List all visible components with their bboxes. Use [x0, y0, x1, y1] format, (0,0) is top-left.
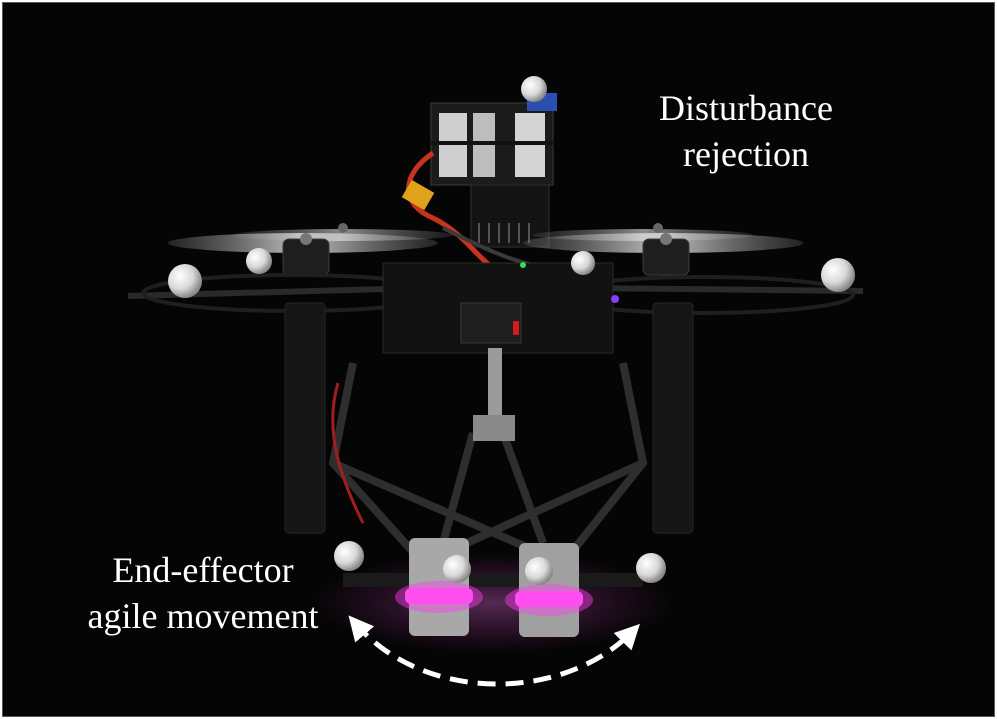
marker-balls — [168, 248, 855, 585]
curved-dashed-arrow-icon — [348, 615, 640, 687]
central-shaft — [488, 348, 502, 418]
battery-pack — [430, 93, 557, 186]
power-cable — [406, 150, 495, 270]
end-effector-label: End-effector agile movement — [53, 547, 353, 639]
marker-ball — [521, 76, 547, 102]
end-effector-line-2: agile movement — [87, 596, 319, 636]
disturbance-line-2: rejection — [683, 134, 809, 174]
disturbance-line-1: Disturbance — [659, 88, 833, 128]
end-effector-line-1: End-effector — [112, 550, 294, 590]
motors — [282, 223, 690, 276]
landing-legs — [284, 302, 694, 534]
drone-photo — [3, 3, 994, 716]
disturbance-rejection-label: Disturbance rejection — [631, 85, 861, 177]
xt60-connector — [401, 179, 435, 211]
